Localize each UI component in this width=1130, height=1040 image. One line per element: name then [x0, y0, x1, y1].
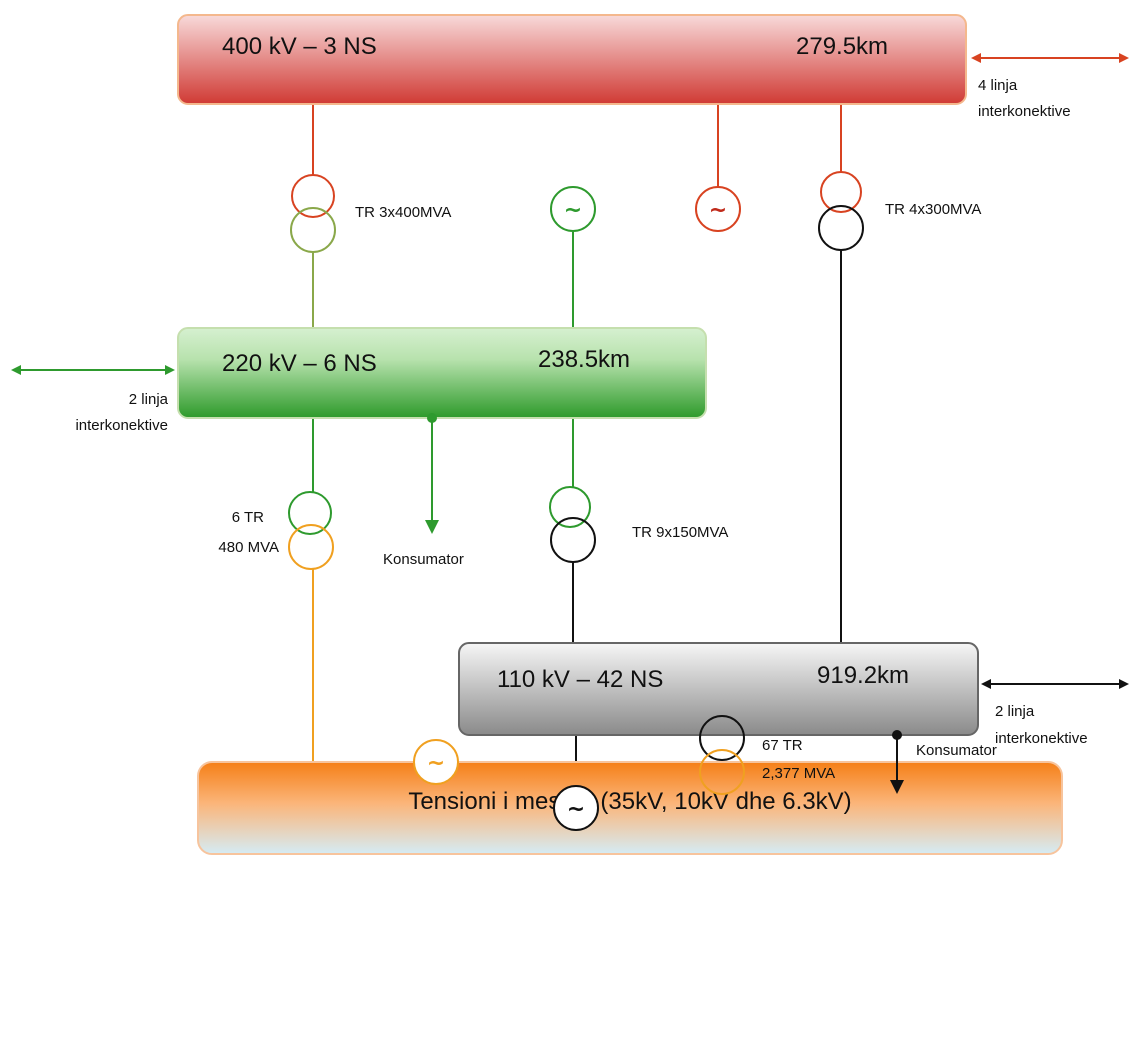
transformer-400-220-label: TR 3x400MVA: [355, 204, 451, 221]
transformer-110-mv-label-2: 2,377 MVA: [762, 765, 835, 782]
interconnect-220-label-1: 2 linja: [129, 391, 169, 408]
interconnect-110-label-1: 2 linja: [995, 703, 1035, 720]
consumer-220: [425, 413, 439, 534]
bus-mv-name: Tensioni i mesëm (35kV, 10kV dhe 6.3kV): [408, 788, 851, 815]
bus-220kv-name: 220 kV – 6 NS: [222, 350, 377, 377]
generator-110: ~: [553, 785, 599, 831]
transformer-220-mv-label-2: 480 MVA: [218, 539, 279, 556]
consumer-220-label: Konsumator: [383, 551, 464, 568]
interconnect-110-label-2: interkonektive: [995, 730, 1088, 747]
bus-220kv-length: 238.5km: [538, 346, 630, 373]
bus-220kv: 220 kV – 6 NS 238.5km: [177, 327, 707, 419]
bus-110kv: 110 kV – 42 NS 919.2km: [458, 642, 979, 736]
interconnect-400-label-1: 4 linja: [978, 77, 1018, 94]
transformer-220-110: [549, 486, 596, 563]
generator-400-symbol: ~: [709, 198, 727, 223]
bus-medium-voltage: Tensioni i mesëm (35kV, 10kV dhe 6.3kV): [197, 761, 1063, 855]
generator-mv: ~: [413, 739, 459, 785]
transformer-400-110-label: TR 4x300MVA: [885, 201, 981, 218]
transformer-110-mv: [699, 715, 745, 795]
consumer-110-label: Konsumator: [916, 742, 997, 759]
bus-400kv-name: 400 kV – 3 NS: [222, 33, 377, 60]
bus-400kv-length: 279.5km: [796, 33, 888, 60]
transformer-220-mv-label-1: 6 TR: [232, 509, 264, 526]
transformer-220-110-label: TR 9x150MVA: [632, 524, 728, 541]
interconnect-400-label-2: interkonektive: [978, 103, 1071, 120]
generator-220-symbol: ~: [564, 198, 582, 223]
transformer-220-mv: [288, 491, 334, 570]
transformer-400-110: [818, 171, 864, 251]
generator-220: ~: [550, 186, 596, 232]
interconnect-220-label-2: interkonektive: [75, 417, 168, 434]
bus-400kv: 400 kV – 3 NS 279.5km: [177, 14, 967, 105]
generator-110-symbol: ~: [567, 797, 585, 822]
generator-mv-symbol: ~: [427, 751, 445, 776]
transformer-110-mv-label-1: 67 TR: [762, 737, 803, 754]
transformer-400-220: [290, 174, 336, 253]
bus-110kv-name: 110 kV – 42 NS: [497, 666, 663, 693]
generator-400: ~: [695, 186, 741, 232]
bus-110kv-length: 919.2km: [817, 662, 909, 689]
consumer-110: [890, 730, 904, 794]
